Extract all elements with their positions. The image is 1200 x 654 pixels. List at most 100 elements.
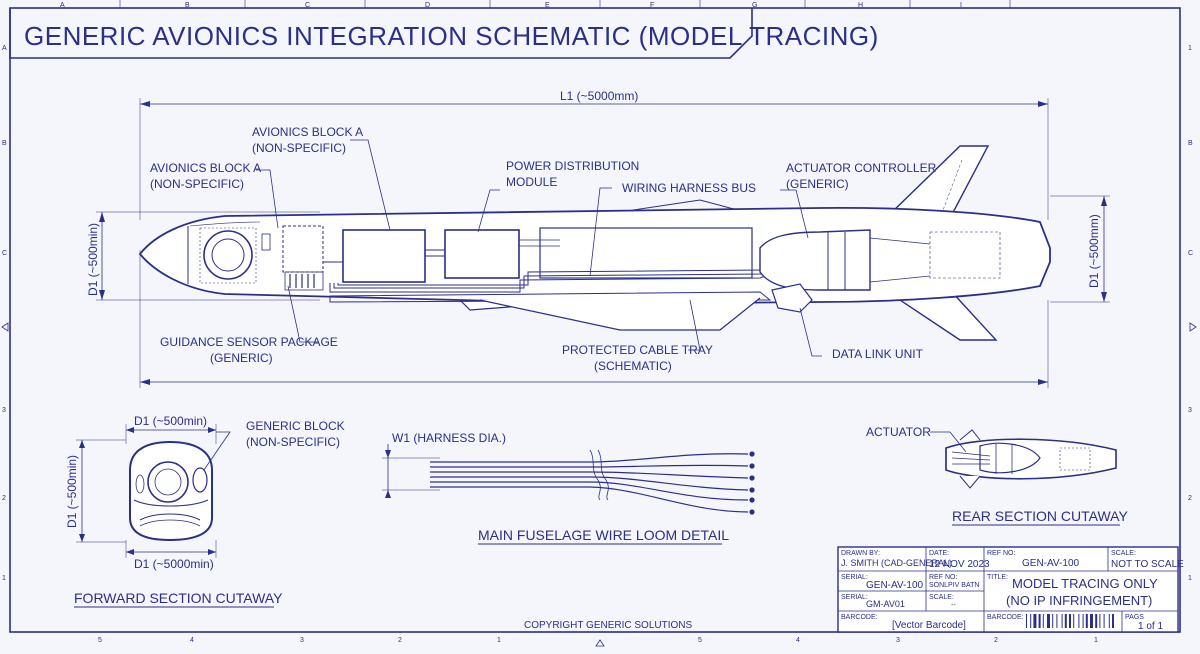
right-diameter-dimension: D1 (~500mm) (1087, 214, 1101, 288)
rear-caption: REAR SECTION CUTAWAY (952, 508, 1128, 524)
barcode-bar (1099, 614, 1101, 628)
tb-title-1: MODEL TRACING ONLY (1012, 576, 1158, 591)
grid-top-c: C (305, 2, 310, 9)
forward-top-dimension: D1 (~500min) (134, 414, 207, 428)
barcode-bar (1069, 614, 1071, 628)
right-center-mark (1189, 322, 1197, 332)
length-dimension: L1 (~5000mm) (560, 89, 638, 103)
callout-tray-2: (SCHEMATIC) (594, 359, 672, 373)
callout-power-1: POWER DISTRIBUTION (506, 159, 639, 173)
tb-ref2-label: REF NO: (929, 574, 957, 581)
forward-side-dimension: D1 (~500min) (65, 455, 79, 528)
callout-harness: WIRING HARNESS BUS (622, 181, 756, 195)
grid-top: A B C D E F G H I (60, 0, 1011, 9)
barcode-bar (1082, 614, 1084, 628)
left-center-mark (1, 322, 9, 332)
avionics-block-small (282, 225, 324, 273)
tb-scale-label: SCALE: (1111, 550, 1136, 557)
callout-guidance-2: (GENERIC) (210, 351, 273, 365)
barcode-graphic (1026, 614, 1114, 628)
tb-scale: NOT TO SCALE (1111, 559, 1184, 570)
tb-title-label: TITLE: (987, 574, 1008, 581)
tb-serial2-label: SERIAL: (841, 594, 868, 601)
loom-dimension: W1 (HARNESS DIA.) (392, 431, 506, 445)
cable-tray (479, 297, 761, 331)
grid-top-b: B (185, 2, 190, 9)
tb-ref: GEN-AV-100 (1022, 558, 1079, 569)
grid-bottom-3a: 3 (300, 637, 304, 644)
barcode-bar (1052, 614, 1054, 628)
grid-top-d: D (425, 2, 430, 9)
forward-section-view: D1 (~500min) D1 (~500min) D1 (~5000min) … (65, 414, 345, 608)
callout-avionics-left-2: (NON-SPECIFIC) (150, 177, 244, 191)
bottom-center-mark (595, 639, 605, 647)
barcode-bar (1103, 614, 1105, 628)
main-side-view: L1 (~5000mm) D1 (~500min) D1 (~500mm) (86, 89, 1110, 388)
guidance-sensor (203, 230, 253, 280)
grid-top-h: H (858, 2, 863, 9)
tb-drawn-by: J. SMITH (CAD-GENERAL) (841, 558, 952, 568)
grid-right-c: C (1188, 250, 1193, 257)
grid-top-a: A (60, 2, 65, 9)
title-block: DRAWN BY: J. SMITH (CAD-GENERAL) DATE: 1… (837, 546, 1184, 633)
tb-ref-label: REF NO: (987, 550, 1015, 557)
grid-bottom-1a: 1 (497, 637, 501, 644)
grid-bottom-2a: 2 (398, 637, 402, 644)
grid-right: 1 B C 3 2 1 (1188, 45, 1197, 582)
grid-top-f: F (650, 2, 654, 9)
grid-left-c: C (2, 250, 7, 257)
barcode-bar (1085, 614, 1088, 628)
wire-bundle (430, 449, 755, 515)
barcode-bar (1026, 614, 1027, 628)
barcode-bar (1042, 614, 1044, 628)
forward-caption: FORWARD SECTION CUTAWAY (74, 590, 283, 606)
barcode-bar (1112, 614, 1114, 628)
forward-callout-1: GENERIC BLOCK (246, 419, 345, 433)
grid-left-2: 2 (2, 495, 6, 502)
forward-callout-2: (NON-SPECIFIC) (246, 435, 340, 449)
tb-scale2: -- (951, 602, 956, 609)
barcode-bar (1038, 614, 1041, 628)
rear-section-view: ACTUATOR REAR SECTION CUTAWAY (866, 425, 1128, 526)
connector-cluster (284, 271, 324, 291)
grid-right-2: 2 (1188, 495, 1192, 502)
copyright-notice: COPYRIGHT GENERIC SOLUTIONS (524, 620, 693, 631)
tb-serial-label: SERIAL: (841, 574, 868, 581)
barcode-bar (1047, 614, 1050, 628)
leader-lines (256, 139, 822, 357)
grid-bottom-4b: 4 (796, 637, 800, 644)
grid-top-e: E (545, 2, 550, 9)
callout-actuator-1: ACTUATOR CONTROLLER (786, 161, 937, 175)
tb-serial2: GM-AV01 (866, 599, 905, 609)
tb-barcode2-label: BARCODE: (987, 614, 1024, 621)
grid-right-1b: 1 (1188, 575, 1192, 582)
forward-sensor-window (147, 461, 189, 503)
actuator-controller (759, 229, 871, 291)
tb-drawn-by-label: DRAWN BY: (841, 550, 880, 557)
grid-left-1: 1 (2, 575, 6, 582)
tb-serial: GEN-AV-100 (866, 580, 923, 591)
tb-date: 12 NOV 2023 (929, 559, 990, 570)
barcode-bar (1064, 614, 1067, 628)
callout-actuator-2: (GENERIC) (786, 177, 849, 191)
barcode-bar (1061, 614, 1063, 628)
tb-barcode-text: [Vector Barcode] (892, 620, 966, 631)
rear-body-outline (945, 438, 1117, 480)
equipment-bay (539, 227, 753, 279)
tb-title-2: (NO IP INFRINGEMENT) (1006, 593, 1152, 608)
left-diameter-dimension: D1 (~500min) (86, 223, 100, 296)
callout-datalink: DATA LINK UNIT (832, 347, 924, 361)
forward-generic-block (192, 467, 208, 493)
callout-avionics-top-2: (NON-SPECIFIC) (252, 141, 346, 155)
grid-bottom-1b: 1 (1094, 637, 1098, 644)
grid-left-3: 3 (2, 407, 6, 414)
callout-tray-1: PROTECTED CABLE TRAY (562, 343, 713, 357)
barcode-bar (1090, 614, 1093, 628)
tb-ref2: SONLPIV BATN (929, 582, 979, 589)
barcode-bar (1030, 614, 1032, 628)
grid-top-g: G (752, 2, 757, 9)
tb-barcode-label: BARCODE: (841, 614, 878, 621)
grid-left-a: A (2, 45, 7, 52)
